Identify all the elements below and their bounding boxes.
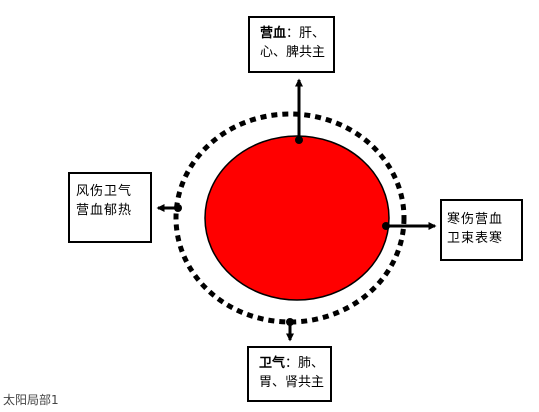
ying-blood-line-1: 营血：肝、 bbox=[260, 24, 333, 43]
arrow-up-anchor bbox=[295, 136, 303, 144]
cold-injury-box: 寒伤营血 卫束表寒 bbox=[440, 199, 523, 261]
wei-qi-box: 卫气：肺、 胃、肾共主 bbox=[247, 346, 332, 402]
figure-caption: 太阳局部1 bbox=[3, 393, 59, 407]
arrow-left-anchor bbox=[174, 204, 182, 212]
ying-blood-line-1-rest: ：肝、 bbox=[286, 26, 326, 41]
cold-injury-line-1: 寒伤营血 bbox=[447, 212, 504, 227]
ying-blood-bold-label: 营血 bbox=[260, 26, 287, 41]
cold-injury-line-2: 卫束表寒 bbox=[447, 231, 504, 246]
wei-qi-line-1-rest: ：肺、 bbox=[285, 356, 325, 371]
ying-blood-line-2: 心、脾共主 bbox=[260, 45, 326, 60]
wei-qi-bold-label: 卫气 bbox=[259, 356, 286, 371]
wind-injury-line-1: 风伤卫气 bbox=[76, 184, 133, 199]
ying-blood-box: 营血：肝、 心、脾共主 bbox=[248, 16, 335, 73]
red-core-circle bbox=[204, 135, 390, 301]
wind-injury-box: 风伤卫气 营血郁热 bbox=[68, 172, 152, 243]
wind-injury-line-2: 营血郁热 bbox=[76, 203, 133, 218]
arrow-down-anchor bbox=[286, 318, 294, 326]
wei-qi-line-1: 卫气：肺、 bbox=[259, 354, 330, 373]
arrow-right-anchor bbox=[382, 222, 390, 230]
outer-dashed-ring bbox=[173, 111, 407, 325]
wei-qi-line-2: 胃、肾共主 bbox=[259, 375, 325, 390]
